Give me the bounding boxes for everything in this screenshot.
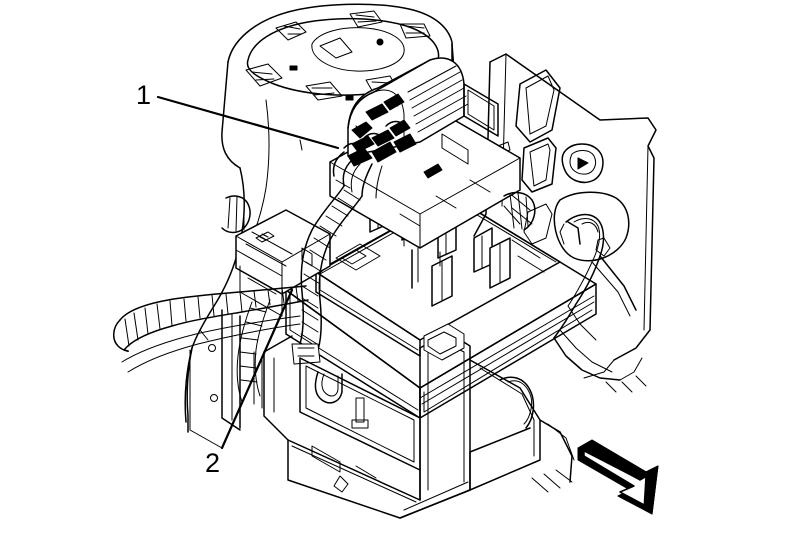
wiring-harness-conduit <box>113 185 536 403</box>
bulkhead-panel <box>473 53 657 379</box>
lower-rail <box>186 309 575 519</box>
right-bracket <box>553 213 647 393</box>
callout-1-leader <box>156 95 340 150</box>
callout-1-label: 1 <box>136 80 152 110</box>
left-panel-edge <box>184 329 209 423</box>
engine-compartment-fuse-block <box>329 57 521 289</box>
direction-arrow <box>577 439 659 515</box>
callout-2-label: 2 <box>205 448 221 478</box>
callout-leaders <box>156 95 340 450</box>
callout-2-leader <box>220 288 294 450</box>
